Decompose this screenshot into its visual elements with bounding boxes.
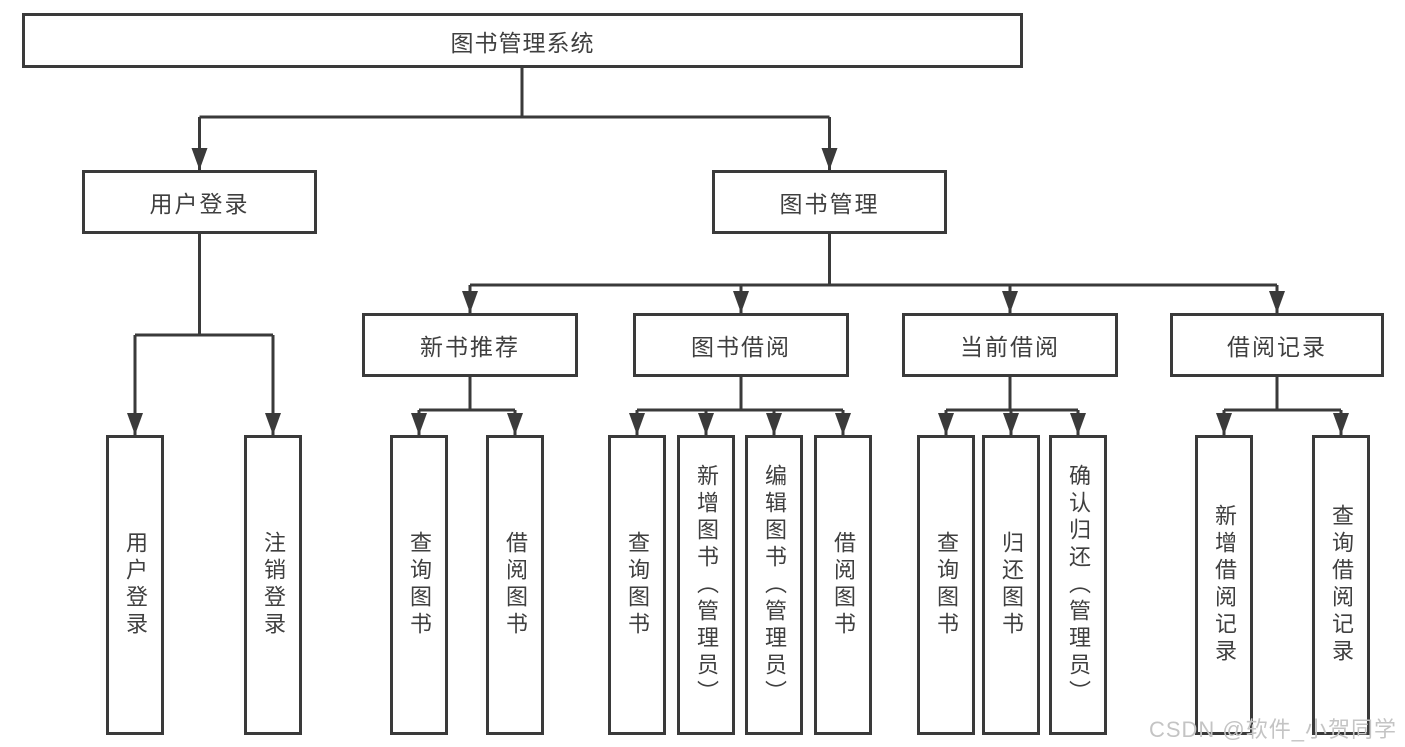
leaf-user-login: 用户登录 — [106, 435, 164, 735]
csdn-watermark: CSDN @软件_小贺同学 — [1148, 717, 1397, 742]
node-borrowing-records-label: 借阅记录 — [1227, 334, 1327, 360]
node-root-system: 图书管理系统 — [22, 13, 1023, 68]
leaf-user-login-label: 用户登录 — [123, 531, 148, 639]
leaf-logout-label: 注销登录 — [261, 531, 286, 639]
leaf-query-borrow-record: 查询借阅记录 — [1312, 435, 1370, 735]
branch-book-management-label: 图书管理 — [779, 191, 880, 217]
node-current-borrowing: 当前借阅 — [902, 313, 1118, 377]
branch-user-login-label: 用户登录 — [149, 191, 250, 217]
leaf-query-books-recommend: 查询图书 — [390, 435, 448, 735]
leaf-edit-books-admin: 编辑图书（管理员） — [745, 435, 803, 735]
leaf-confirm-return-admin: 确认归还（管理员） — [1049, 435, 1107, 735]
node-root-system-label: 图书管理系统 — [450, 29, 595, 56]
leaf-add-borrow-record-label: 新增借阅记录 — [1212, 504, 1237, 666]
leaf-query-books-borrow: 查询图书 — [608, 435, 666, 735]
node-current-borrowing-label: 当前借阅 — [960, 334, 1060, 360]
leaf-add-books-admin-label: 新增图书（管理员） — [694, 463, 719, 707]
leaf-query-books-borrow-label: 查询图书 — [625, 531, 650, 639]
leaf-edit-books-admin-label: 编辑图书（管理员） — [762, 463, 787, 707]
leaf-query-books-current-label: 查询图书 — [934, 531, 959, 639]
leaf-borrow-books: 借阅图书 — [814, 435, 872, 735]
node-new-book-recommend: 新书推荐 — [362, 313, 578, 377]
leaf-borrow-books-recommend: 借阅图书 — [486, 435, 544, 735]
branch-book-management: 图书管理 — [712, 170, 947, 234]
node-new-book-recommend-label: 新书推荐 — [420, 334, 520, 360]
leaf-logout: 注销登录 — [244, 435, 302, 735]
leaf-borrow-books-label: 借阅图书 — [831, 531, 856, 639]
leaf-query-books-recommend-label: 查询图书 — [407, 531, 432, 639]
leaf-add-borrow-record: 新增借阅记录 — [1195, 435, 1253, 735]
leaf-return-books: 归还图书 — [982, 435, 1040, 735]
branch-user-login: 用户登录 — [82, 170, 317, 234]
leaf-return-books-label: 归还图书 — [999, 531, 1024, 639]
leaf-query-borrow-record-label: 查询借阅记录 — [1329, 504, 1354, 666]
leaf-confirm-return-admin-label: 确认归还（管理员） — [1066, 463, 1091, 707]
leaf-borrow-books-recommend-label: 借阅图书 — [503, 531, 528, 639]
node-book-borrowing: 图书借阅 — [633, 313, 849, 377]
leaf-add-books-admin: 新增图书（管理员） — [677, 435, 735, 735]
node-book-borrowing-label: 图书借阅 — [691, 334, 791, 360]
node-borrowing-records: 借阅记录 — [1170, 313, 1384, 377]
leaf-query-books-current: 查询图书 — [917, 435, 975, 735]
